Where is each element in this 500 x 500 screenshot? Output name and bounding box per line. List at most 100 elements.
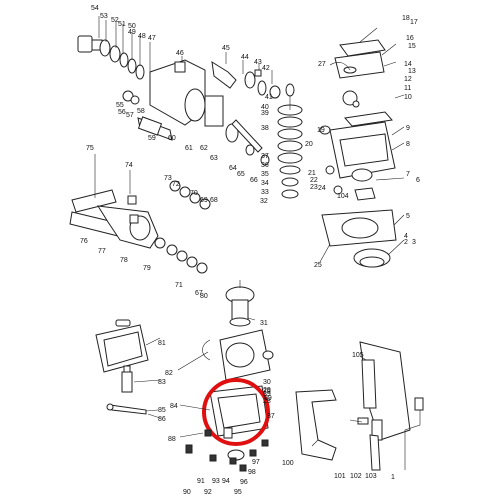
part-number-label: 3 bbox=[412, 239, 416, 246]
part-number-label: 60 bbox=[168, 135, 176, 142]
part-number-label: 10 bbox=[404, 94, 412, 101]
part-number-label: 93 bbox=[212, 478, 220, 485]
switch-handle bbox=[359, 341, 424, 470]
screws bbox=[185, 429, 269, 472]
part-number-label: 55 bbox=[116, 102, 124, 109]
part-number-label: 17 bbox=[410, 19, 418, 26]
part-number-label: 6 bbox=[416, 177, 420, 184]
part-number-label: 98 bbox=[248, 469, 256, 476]
part-number-label: 97 bbox=[252, 459, 260, 466]
part-number-label: 64 bbox=[229, 165, 237, 172]
crank-housing bbox=[321, 39, 397, 268]
part-number-label: 57 bbox=[126, 112, 134, 119]
part-number-label: 100 bbox=[282, 460, 294, 467]
part-number-label: 34 bbox=[261, 180, 269, 187]
part-number-label: 86 bbox=[158, 416, 166, 423]
part-number-label: 104 bbox=[337, 193, 349, 200]
part-number-label: 70 bbox=[190, 190, 198, 197]
part-number-label: 23 bbox=[310, 184, 318, 191]
part-number-label: 19 bbox=[317, 127, 325, 134]
part-number-label: 14 bbox=[404, 61, 412, 68]
part-number-label: 53 bbox=[100, 13, 108, 20]
part-number-label: 24 bbox=[318, 185, 326, 192]
part-number-label: 48 bbox=[138, 33, 146, 40]
part-number-label: 76 bbox=[80, 238, 88, 245]
part-number-label: 22 bbox=[310, 177, 318, 184]
part-number-label: 54 bbox=[91, 5, 99, 12]
part-number-label: 12 bbox=[404, 76, 412, 83]
part-number-label: 29 bbox=[263, 387, 271, 394]
part-number-label: 66 bbox=[250, 177, 258, 184]
part-number-label: 33 bbox=[261, 189, 269, 196]
part-number-label: 43 bbox=[254, 59, 262, 66]
part-number-label: 5 bbox=[406, 213, 410, 220]
part-number-label: 71 bbox=[175, 282, 183, 289]
part-number-label: 45 bbox=[222, 45, 230, 52]
part-number-label: 75 bbox=[86, 145, 94, 152]
part-number-label: 58 bbox=[137, 108, 145, 115]
part-number-label: 47 bbox=[148, 35, 156, 42]
part-number-label: 4 bbox=[404, 233, 408, 240]
part-number-label: 44 bbox=[241, 54, 249, 61]
part-number-label: 35 bbox=[261, 171, 269, 178]
motor-housing bbox=[209, 385, 269, 461]
part-number-label: 25 bbox=[314, 262, 322, 269]
part-number-label: 83 bbox=[158, 379, 166, 386]
part-number-label: 69 bbox=[200, 197, 208, 204]
part-number-label: 62 bbox=[200, 145, 208, 152]
side-handle bbox=[69, 180, 211, 274]
part-number-label: 38 bbox=[261, 125, 269, 132]
hex-wrench bbox=[106, 403, 147, 415]
part-number-label: 26 bbox=[263, 388, 271, 395]
gear-stack bbox=[277, 83, 343, 199]
part-number-label: 79 bbox=[143, 265, 151, 272]
part-number-label: 81 bbox=[158, 340, 166, 347]
armature-motor bbox=[202, 280, 274, 381]
part-number-label: 15 bbox=[408, 43, 416, 50]
part-number-label: 13 bbox=[408, 68, 416, 75]
part-number-label: 51 bbox=[118, 21, 126, 28]
leader-lines bbox=[94, 16, 405, 447]
part-number-label: 73 bbox=[164, 175, 172, 182]
part-number-label: 32 bbox=[260, 198, 268, 205]
part-number-label: 94 bbox=[222, 478, 230, 485]
part-number-label: 37 bbox=[261, 153, 269, 160]
part-number-label: 87 bbox=[267, 413, 275, 420]
part-number-label: 68 bbox=[210, 197, 218, 204]
part-number-label: 49 bbox=[128, 29, 136, 36]
part-labels: 1 2 3 4 5 6 7 8 9 10 11 12 13 14 15 16 1… bbox=[80, 5, 420, 496]
grease-bottle bbox=[121, 365, 133, 393]
part-number-label: 80 bbox=[200, 293, 208, 300]
part-number-label: 92 bbox=[204, 489, 212, 496]
part-number-label: 27 bbox=[318, 61, 326, 68]
part-number-label: 39 bbox=[261, 110, 269, 117]
part-number-label: 7 bbox=[406, 171, 410, 178]
part-number-label: 82 bbox=[165, 370, 173, 377]
part-number-label: 41 bbox=[265, 94, 273, 101]
part-number-label: 20 bbox=[305, 141, 313, 148]
part-number-label: 88 bbox=[168, 436, 176, 443]
part-number-label: 63 bbox=[210, 155, 218, 162]
part-number-label: 2 bbox=[404, 239, 408, 246]
part-number-label: 74 bbox=[125, 162, 133, 169]
part-number-label: 102 bbox=[350, 473, 362, 480]
part-number-label: 36 bbox=[261, 162, 269, 169]
part-number-label: 8 bbox=[406, 141, 410, 148]
carrying-case bbox=[95, 319, 149, 373]
part-number-label: 67 bbox=[195, 290, 203, 297]
part-number-label: 89 bbox=[263, 391, 271, 398]
rear-handle bbox=[295, 389, 337, 461]
part-number-label: 99 bbox=[264, 395, 272, 402]
part-number-label: 84 bbox=[170, 403, 178, 410]
part-number-label: 101 bbox=[334, 473, 346, 480]
part-number-label: 91 bbox=[197, 478, 205, 485]
highlight-ring bbox=[202, 378, 270, 446]
part-number-label: 16 bbox=[406, 35, 414, 42]
part-number-label: 56 bbox=[118, 109, 126, 116]
part-number-label: 103 bbox=[365, 473, 377, 480]
part-number-label: 105 bbox=[352, 352, 364, 359]
part-number-label: 65 bbox=[237, 171, 245, 178]
part-number-label: 59 bbox=[148, 135, 156, 142]
power-cord bbox=[357, 417, 381, 471]
